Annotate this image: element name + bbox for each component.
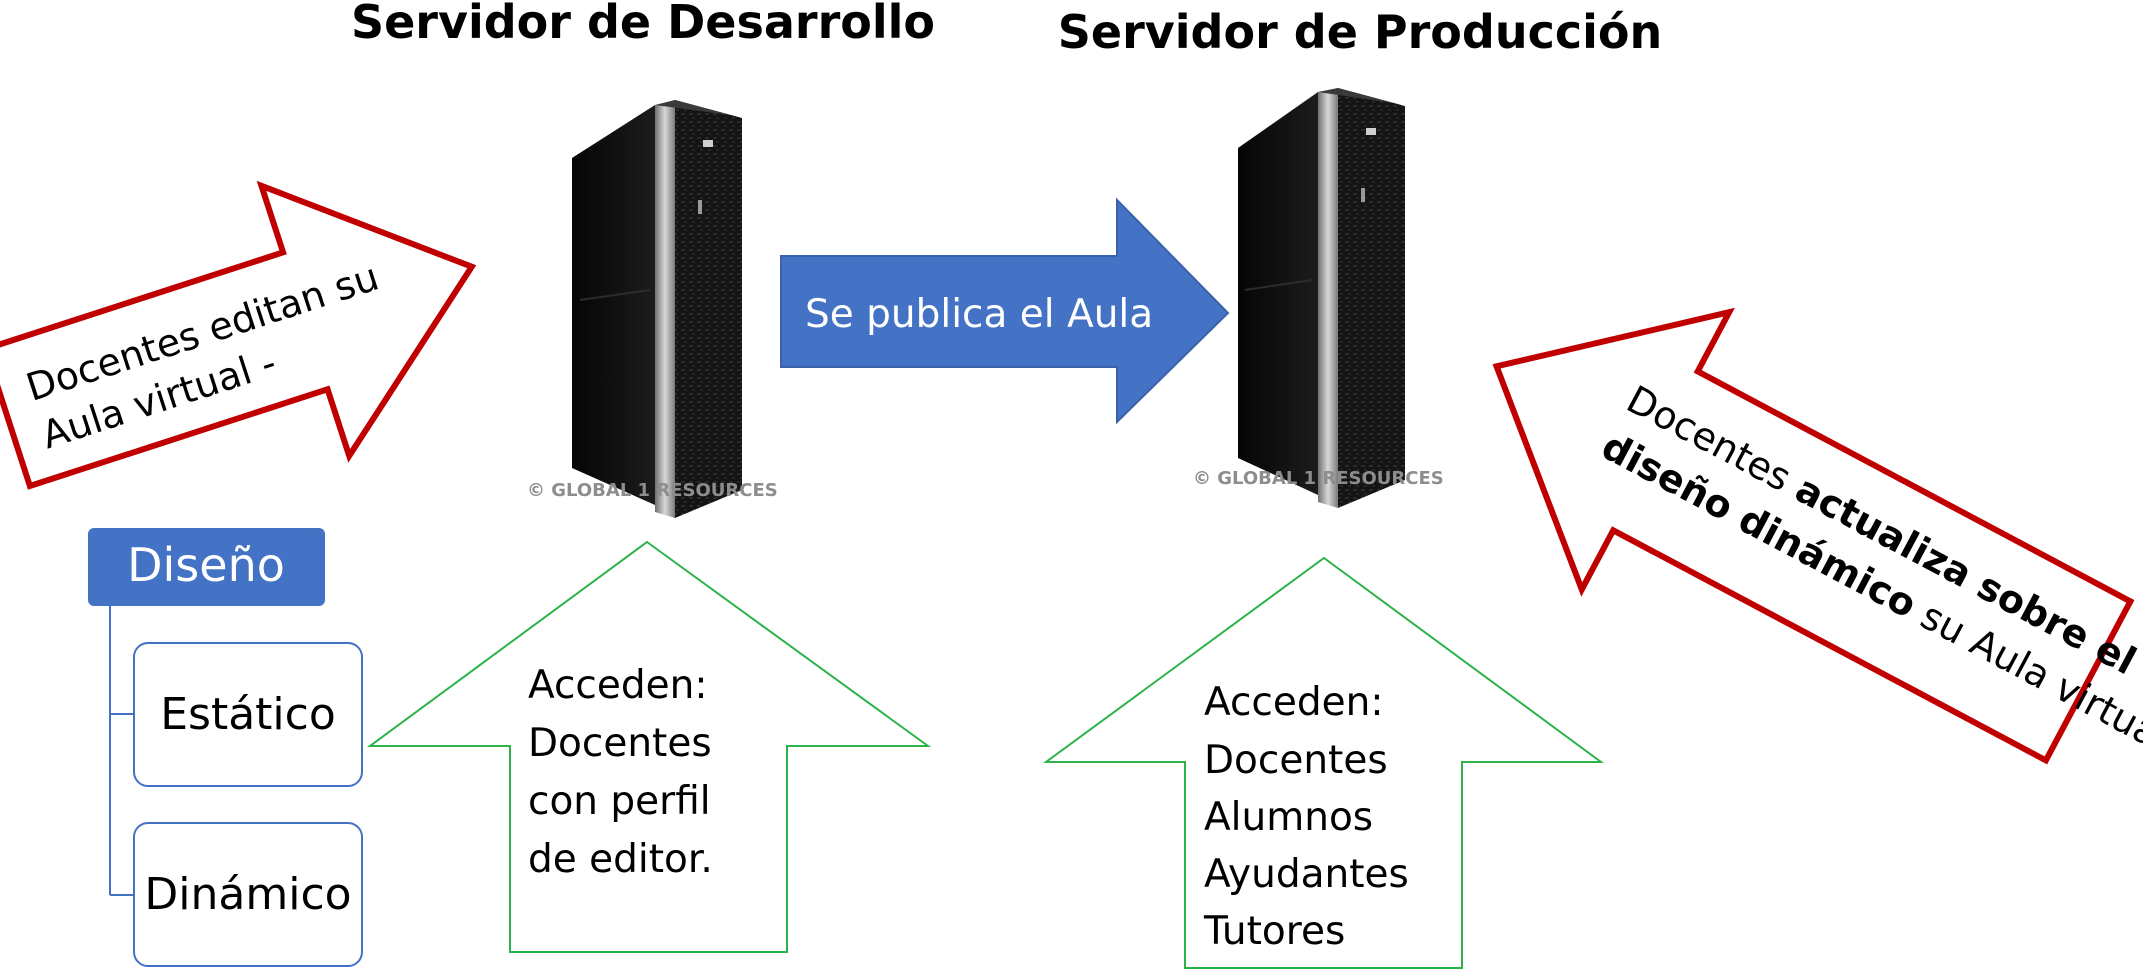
prod-access-line: Alumnos (1204, 795, 1373, 840)
prod-server-title: Servidor de Producción (1058, 5, 1662, 59)
design-static-node (133, 642, 363, 787)
dev-access-arrow: Acceden: Docentes con perfil de editor. (366, 540, 932, 953)
design-root-label: Diseño (127, 538, 285, 592)
dev-server-title: Servidor de Desarrollo (351, 0, 935, 49)
dev-access-line: Docentes (528, 721, 712, 766)
dev-server-icon: © GLOBAL 1 RESOURCES (527, 100, 778, 518)
design-tree: Diseño Estático Dinámico (88, 528, 363, 967)
prod-server-icon: © GLOBAL 1 RESOURCES (1193, 88, 1444, 508)
design-root-node (88, 528, 325, 606)
prod-access-arrow: Acceden: Docentes Alumnos Ayudantes Tuto… (1042, 556, 1605, 969)
prod-access-line: Ayudantes (1204, 852, 1409, 897)
right-update-arrow: Docentes actualiza sobre el diseño dinám… (1492, 307, 2143, 765)
design-dynamic-node (133, 822, 363, 967)
server-logo-icon (703, 140, 713, 147)
design-static-label: Estático (160, 689, 336, 740)
dev-server-watermark: © GLOBAL 1 RESOURCES (527, 480, 778, 501)
design-dynamic-label: Dinámico (144, 869, 351, 920)
prod-access-line: Tutores (1203, 909, 1345, 954)
prod-server-watermark: © GLOBAL 1 RESOURCES (1193, 468, 1444, 489)
left-edit-arrow: Docentes editan su Aula virtual - (0, 180, 477, 490)
server-logo-icon (1366, 128, 1376, 135)
prod-access-line: Acceden: (1204, 680, 1383, 725)
publish-arrow-label: Se publica el Aula (805, 292, 1153, 337)
dev-access-line: con perfil (528, 779, 711, 824)
dev-access-line: Acceden: (528, 663, 707, 708)
prod-access-line: Docentes (1204, 738, 1388, 783)
publish-arrow: Se publica el Aula (780, 197, 1230, 425)
dev-access-line: de editor. (528, 837, 713, 882)
